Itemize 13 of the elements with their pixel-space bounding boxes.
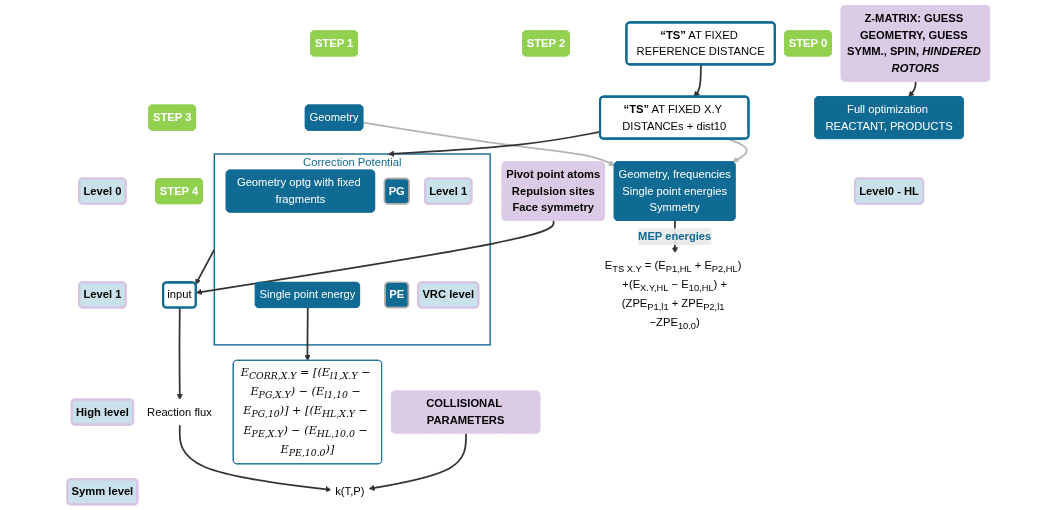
edge-label: MEP energies	[638, 230, 712, 243]
arrow	[908, 80, 917, 98]
node-text: k(T,P)	[335, 485, 365, 498]
arrow	[176, 307, 183, 401]
arrow	[195, 248, 216, 285]
arrow	[195, 220, 555, 295]
node-text: E$_{TS X.Y}$ = (E$_{P1,HL}$ + E$_{P2,HL}$) +(E$_{X.Y,HL}$ − E$_{10,HL}$) +(ZPE$_{P1,l1}$ + ZPE$_{P2,l1}$ −ZPE$_{10.0}$)	[604, 259, 742, 331]
arrow	[368, 432, 467, 491]
node-text: Reaction flux	[147, 405, 212, 418]
arrow	[178, 424, 332, 493]
arrow	[388, 130, 601, 157]
arrow	[362, 121, 615, 166]
arrow	[304, 307, 311, 361]
